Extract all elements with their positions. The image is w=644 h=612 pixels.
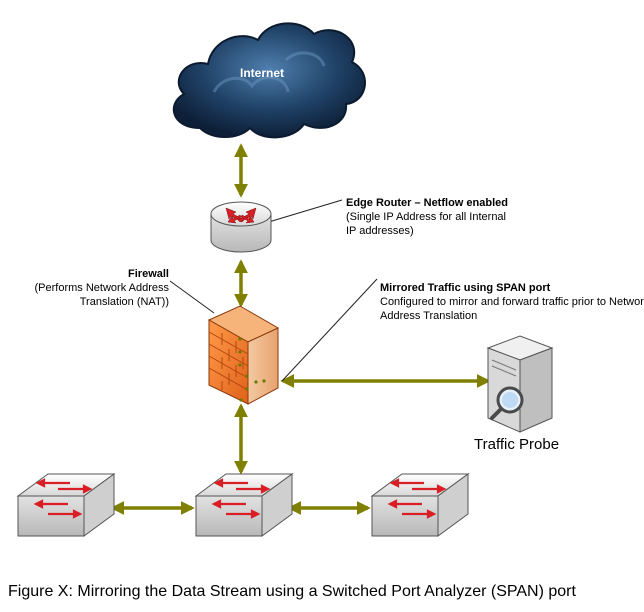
firewall-icon	[207, 305, 280, 405]
figure-caption: Figure X: Mirroring the Data Stream usin…	[8, 583, 576, 600]
switch-center-icon	[194, 473, 294, 537]
firewall-desc-line1: (Performs Network Address	[34, 282, 169, 294]
span-desc-line2: Address Translation	[380, 310, 478, 322]
firewall-title: Firewall	[128, 268, 169, 280]
router-desc-line2: IP addresses)	[346, 225, 414, 237]
router-title: Edge Router – Netflow enabled	[346, 197, 508, 209]
internet-cloud-icon	[172, 22, 366, 139]
firewall-desc-line2: Translation (NAT))	[79, 296, 169, 308]
firewall-label-block: Firewall (Performs Network Address Trans…	[35, 267, 169, 309]
router-desc-line1: (Single IP Address for all Internal	[346, 211, 506, 223]
router-label-block: Edge Router – Netflow enabled (Single IP…	[346, 196, 508, 238]
leader-lines	[169, 199, 378, 382]
span-label-block: Mirrored Traffic using SPAN port Configu…	[380, 281, 644, 323]
edge-router-icon	[210, 201, 272, 253]
span-desc-line1: Configured to mirror and forward traffic…	[380, 296, 644, 308]
connection-lines	[110, 143, 491, 515]
traffic-probe-icon	[486, 335, 554, 433]
traffic-probe-label: Traffic Probe	[474, 436, 560, 453]
switch-left-icon	[16, 473, 116, 537]
span-title: Mirrored Traffic using SPAN port	[380, 282, 551, 294]
switch-right-icon	[370, 473, 470, 537]
internet-label: Internet	[240, 66, 285, 80]
